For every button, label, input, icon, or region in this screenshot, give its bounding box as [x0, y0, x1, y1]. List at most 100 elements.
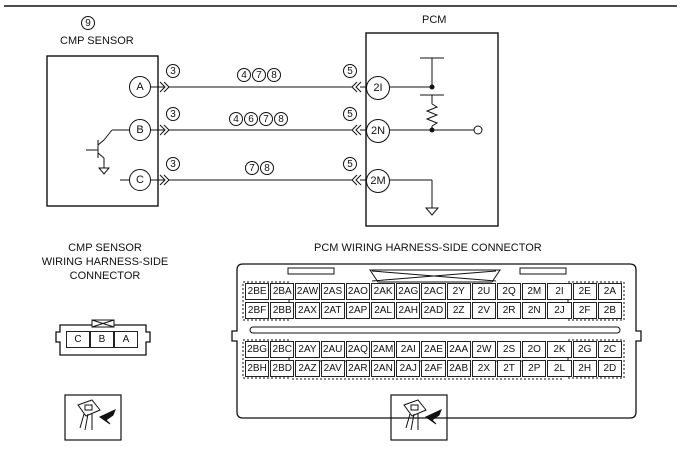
pcm-connector-cell: 2AT — [320, 302, 345, 319]
pcm-connector-cell: 2G — [572, 341, 597, 358]
pcm-connector-cell: 2BF — [245, 302, 270, 319]
wire-mark: 6 — [244, 112, 258, 126]
pcm-connector-cell: 2BB — [270, 302, 295, 319]
connector-view-icon — [390, 394, 448, 441]
pcm-connector-cell: 2AF — [421, 360, 446, 377]
pcm-connector-cell: 2AL — [371, 302, 396, 319]
cmp-connector-pin-b: B — [90, 331, 114, 348]
pcm-connector-cell: 2BH — [245, 360, 270, 377]
pcm-connector-cell: 2N — [522, 302, 547, 319]
wire-a-marks: 4 7 8 — [237, 68, 281, 82]
pcm-connector-cell: 2L — [547, 360, 572, 377]
pcm-connector-cell: 2O — [522, 341, 547, 358]
pcm-connector-cell: 2AS — [320, 283, 345, 300]
pcm-connector-cell: 2E — [572, 283, 597, 300]
wire-a-left-mark: 3 — [166, 64, 180, 78]
pcm-connector-cell: 2P — [522, 360, 547, 377]
pcm-connector-cell: 2AV — [320, 360, 345, 377]
wire-c — [150, 174, 366, 186]
wire-mark: 4 — [229, 112, 243, 126]
pcm-connector-cell: 2AK — [371, 283, 396, 300]
wire-mark: 8 — [274, 112, 288, 126]
wire-mark: 7 — [252, 68, 266, 82]
wire-mark: 7 — [245, 161, 259, 175]
pcm-connector-cell: 2B — [597, 302, 622, 319]
pcm-connector-cell: 2AR — [345, 360, 370, 377]
wire-c-marks: 7 8 — [245, 161, 274, 175]
pcm-connector-cell: 2BC — [270, 341, 295, 358]
pcm-connector-cell: 2AU — [320, 341, 345, 358]
pcm-connector-cell: 2C — [597, 341, 622, 358]
pcm-connector-cell: 2V — [471, 302, 496, 319]
pcm-connector-cell: 2A — [597, 283, 622, 300]
pcm-connector-cell: 2T — [497, 360, 522, 377]
sensor-pin-a: A — [129, 76, 151, 98]
pcm-connector-cell: 2D — [597, 360, 622, 377]
pcm-connector-cell: 2BE — [245, 283, 270, 300]
sensor-pin-c: C — [129, 169, 151, 191]
pcm-connector-cell: 2Y — [446, 283, 471, 300]
cmp-connector-pin-c: C — [66, 331, 90, 348]
pcm-connector-cell: 2X — [471, 360, 496, 377]
wire-b — [150, 124, 366, 136]
cmp-sensor-box — [46, 55, 159, 207]
pcm-connector-cell: 2J — [547, 302, 572, 319]
pcm-pin-2n: 2N — [366, 119, 390, 143]
pcm-connector-cell: 2AP — [345, 302, 370, 319]
pcm-connector-cell: 2AQ — [345, 341, 370, 358]
pcm-connector-cell: 2AW — [295, 283, 320, 300]
pcm-connector-cell: 2R — [497, 302, 522, 319]
pcm-connector-cell: 2AC — [421, 283, 446, 300]
connector-view-icon — [64, 394, 122, 441]
pcm-connector-cell: 2AG — [396, 283, 421, 300]
pcm-connector-cell: 2AZ — [295, 360, 320, 377]
pcm-connector-cell: 2AI — [396, 341, 421, 358]
pcm-connector-title: PCM WIRING HARNESS-SIDE CONNECTOR — [314, 242, 542, 254]
cmp-connector-face — [55, 319, 151, 356]
transistor-symbol — [86, 129, 130, 175]
pcm-connector-cell: 2F — [572, 302, 597, 319]
pcm-connector-cell: 2AJ — [396, 360, 421, 377]
cmp-connector-title-1: CMP SENSOR — [68, 242, 142, 254]
wire-mark: 8 — [267, 68, 281, 82]
pcm-connector-cell: 2BG — [245, 341, 270, 358]
pcm-connector-cell: 2AH — [396, 302, 421, 319]
cmp-connector-title-3: CONNECTOR — [69, 270, 141, 282]
wire-b-right-mark: 5 — [343, 107, 357, 121]
cmp-connector-title-2: WIRING HARNESS-SIDE — [41, 256, 169, 268]
pcm-connector-cell: 2Z — [446, 302, 471, 319]
pcm-pin-2i: 2I — [366, 76, 390, 100]
pcm-connector-cell: 2U — [471, 283, 496, 300]
pcm-connector-cell: 2AX — [295, 302, 320, 319]
wire-a-right-mark: 5 — [343, 64, 357, 78]
pcm-connector-outline — [231, 263, 642, 419]
pcm-connector-cell: 2I — [547, 283, 572, 300]
pcm-title: PCM — [422, 14, 447, 26]
cmp-sensor-title: CMP SENSOR — [60, 35, 134, 47]
pcm-connector-cell: 2BD — [270, 360, 295, 377]
pcm-connector-cell: 2AE — [421, 341, 446, 358]
pcm-connector-cell: 2H — [572, 360, 597, 377]
pcm-connector-cell: 2AB — [446, 360, 471, 377]
pcm-connector-cell: 2S — [497, 341, 522, 358]
pcm-connector-cell: 2W — [471, 341, 496, 358]
wire-c-left-mark: 3 — [166, 157, 180, 171]
pcm-connector-cell: 2BA — [270, 283, 295, 300]
pcm-connector-cell: 2AN — [371, 360, 396, 377]
wire-mark: 4 — [237, 68, 251, 82]
wire-a — [150, 81, 366, 93]
pcm-connector-cell: 2K — [547, 341, 572, 358]
wire-mark: 8 — [260, 161, 274, 175]
wire-mark: 7 — [259, 112, 273, 126]
pcm-connector-cell: 2AM — [371, 341, 396, 358]
index-mark: 9 — [81, 16, 95, 30]
pcm-connector-cell: 2AD — [421, 302, 446, 319]
cmp-connector-pin-a: A — [114, 331, 138, 348]
pcm-pin-2m: 2M — [366, 169, 390, 193]
sensor-pin-b: B — [129, 119, 151, 141]
pcm-connector-cell: 2AO — [345, 283, 370, 300]
wire-b-left-mark: 3 — [166, 107, 180, 121]
pcm-connector-cell: 2Q — [497, 283, 522, 300]
pcm-connector-cell: 2M — [522, 283, 547, 300]
